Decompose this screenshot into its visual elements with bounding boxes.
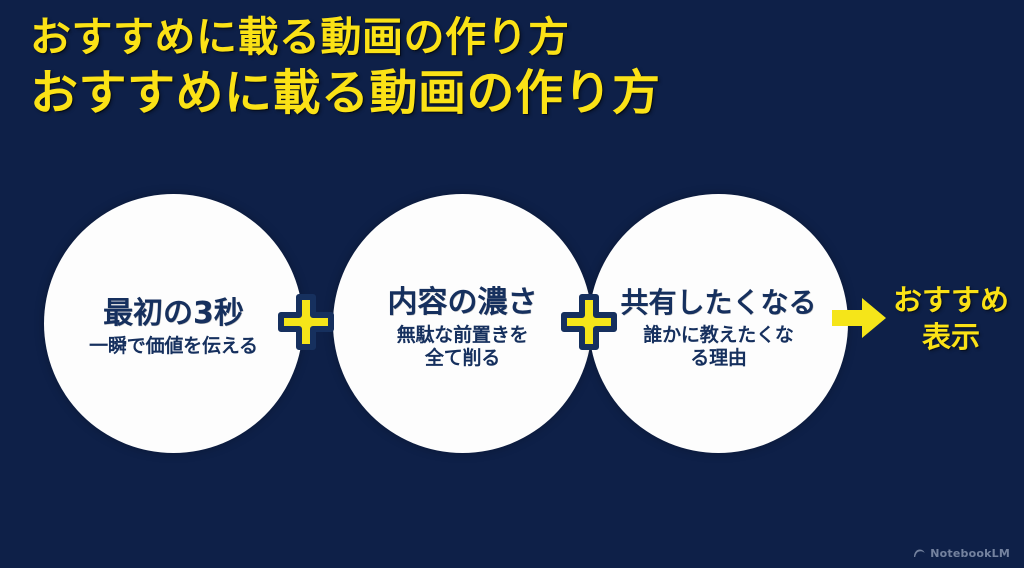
plus-icon-1 (278, 294, 334, 350)
flow-step-circle-3: 共有したくなる 誰かに教えたくな る理由 (589, 194, 848, 453)
flow-step-sub-1-line-1: 一瞬で価値を伝える (89, 335, 258, 357)
flow-step-content-2: 内容の濃さ 無駄な前置きを 全て削る (348, 284, 578, 370)
title-line-1: おすすめに載る動画の作り方 (30, 13, 570, 61)
plus-icon-2 (561, 294, 617, 350)
notebooklm-watermark: NotebookLM (913, 547, 1010, 560)
flow-step-circle-2: 内容の濃さ 無駄な前置きを 全て削る (333, 194, 592, 453)
arrow-right-icon (832, 294, 886, 342)
flow-step-sub-3-line-1: 誰かに教えたくな (643, 323, 794, 346)
notebooklm-icon (913, 548, 926, 559)
result-line-1: おすすめ (892, 283, 1009, 317)
flow-step-title-2: 内容の濃さ (387, 284, 538, 320)
page-title: おすすめに載る動画の作り方 おすすめに載る動画の作り方 (30, 12, 990, 122)
flow-step-sub-2-line-2: 全て削る (424, 346, 501, 369)
flow-step-sub-2-line-1: 無駄な前置きを (396, 323, 529, 346)
flow-step-circle-1: 最初の3秒 一瞬で価値を伝える (44, 194, 303, 453)
flow-step-sub-3-line-2: る理由 (690, 346, 747, 369)
notebooklm-label: NotebookLM (930, 547, 1010, 560)
title-line-2: おすすめに載る動画の作り方 (30, 65, 661, 121)
result-line-2: 表示 (921, 320, 980, 354)
flow-step-content-1: 最初の3秒 一瞬で価値を伝える (59, 297, 289, 358)
result-label: おすすめ 表示 (884, 282, 1018, 356)
flow-step-title-3: 共有したくなる (620, 285, 817, 319)
flow-step-title-1: 最初の3秒 (103, 296, 244, 331)
flow-diagram: 最初の3秒 一瞬で価値を伝える 内容の濃さ 無駄な前置きを 全て削る (0, 194, 1024, 456)
flow-step-content-3: 共有したくなる 誰かに教えたくな る理由 (604, 286, 834, 370)
